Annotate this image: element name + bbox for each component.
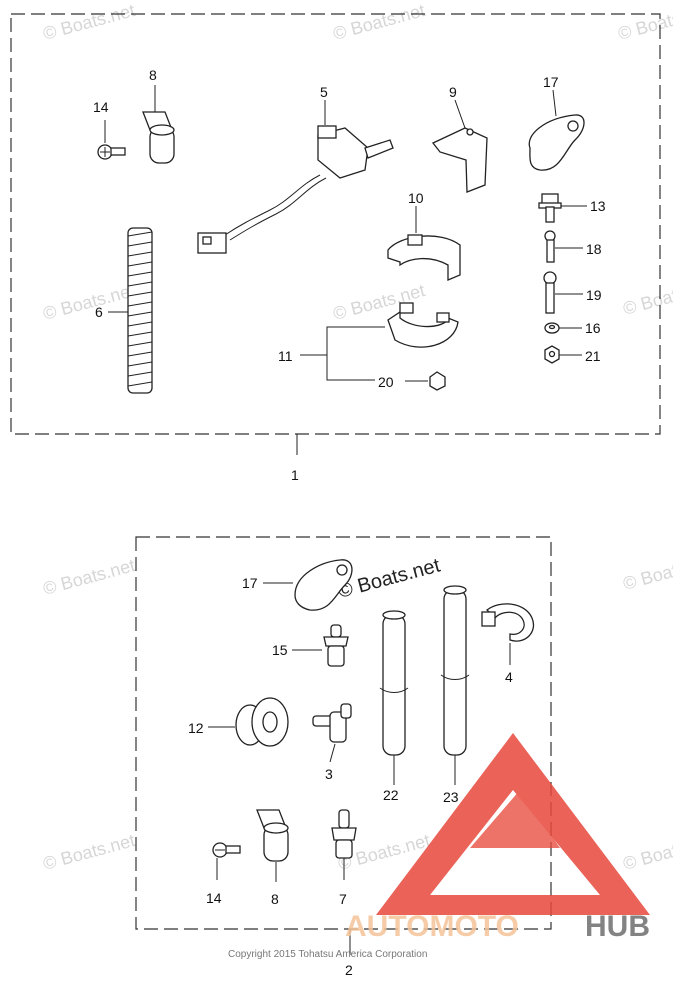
callout-9: 9 xyxy=(449,84,457,100)
watermark: © Boats.net xyxy=(621,550,673,594)
callout-19: 19 xyxy=(586,287,602,303)
callout-15: 15 xyxy=(272,642,288,658)
callout-6: 6 xyxy=(95,304,103,320)
callout-18: 18 xyxy=(586,241,602,257)
clamp-part-8b xyxy=(256,809,289,882)
callout-7: 7 xyxy=(339,891,347,907)
screw-part-14 xyxy=(97,120,126,160)
group-1-kit: 1 14 8 5 xyxy=(10,13,661,483)
callout-21: 21 xyxy=(585,348,601,364)
watermark: © Boats.net xyxy=(41,555,137,599)
screw-part-19 xyxy=(543,271,583,314)
callout-4: 4 xyxy=(505,669,513,685)
group-1-frame xyxy=(10,13,661,435)
watermark: © Boats.net xyxy=(331,0,427,44)
cord-clip-part-17 xyxy=(528,89,585,171)
cord-clip-part-17b xyxy=(263,559,353,611)
grommet-part-12 xyxy=(208,697,289,747)
watermark-center: © Boats.net xyxy=(336,554,443,602)
fitting-part-7 xyxy=(331,809,357,880)
tube-part-22 xyxy=(379,610,409,785)
callout-8: 8 xyxy=(149,67,157,83)
watermark: © Boats.net xyxy=(621,830,673,874)
callout-14b: 14 xyxy=(206,890,222,906)
callout-10: 10 xyxy=(408,190,424,206)
screw-part-18 xyxy=(544,230,583,263)
watermark: © Boats.net xyxy=(616,0,673,44)
copyright-text: Copyright 2015 Tohatsu America Corporati… xyxy=(228,949,427,960)
clamp-half-part-11 xyxy=(300,302,459,381)
callout-5: 5 xyxy=(320,84,328,100)
callout-17b: 17 xyxy=(242,575,258,591)
fitting-part-15 xyxy=(292,624,349,667)
tube-part-23 xyxy=(440,585,470,785)
clamp-half-part-10 xyxy=(387,206,461,281)
callout-8b: 8 xyxy=(271,891,279,907)
callout-20: 20 xyxy=(378,374,394,390)
logo-text-hub: HUB xyxy=(585,910,650,943)
callout-13: 13 xyxy=(590,198,606,214)
bracket-part-9 xyxy=(431,99,488,193)
callout-16: 16 xyxy=(585,320,601,336)
group-2-kit: 2 17 15 22 23 xyxy=(135,536,552,978)
callout-14: 14 xyxy=(93,99,109,115)
washer-part-16 xyxy=(544,322,582,334)
watermark: © Boats.net xyxy=(621,275,673,319)
watermark: © Boats.net xyxy=(41,0,137,44)
group-2-frame xyxy=(135,536,552,930)
group-2-label: 2 xyxy=(345,962,353,978)
nut-part-20 xyxy=(405,371,446,391)
clamp-part-8 xyxy=(142,85,175,164)
spiral-tube-part-6 xyxy=(108,227,153,394)
screw-part-14b xyxy=(212,842,241,880)
callout-12: 12 xyxy=(188,720,204,736)
callout-11: 11 xyxy=(278,348,293,364)
callout-23: 23 xyxy=(443,789,459,805)
watermark: © Boats.net xyxy=(41,830,137,874)
callout-17: 17 xyxy=(543,74,559,90)
callout-3: 3 xyxy=(325,766,333,782)
strap-part-4 xyxy=(481,603,535,665)
watermark: © Boats.net xyxy=(331,280,427,324)
watermark: © Boats.net xyxy=(41,280,137,324)
automotohub-logo: AUTOMOTO HUB xyxy=(345,733,650,943)
group-1-label: 1 xyxy=(291,467,299,483)
elbow-fitting-part-3 xyxy=(312,703,352,763)
logo-text-automoto: AUTOMOTO xyxy=(345,910,519,943)
callout-22: 22 xyxy=(383,787,399,803)
bolt-part-13 xyxy=(538,193,587,223)
nut-part-21 xyxy=(544,345,582,364)
switch-harness-part-5 xyxy=(197,100,394,254)
